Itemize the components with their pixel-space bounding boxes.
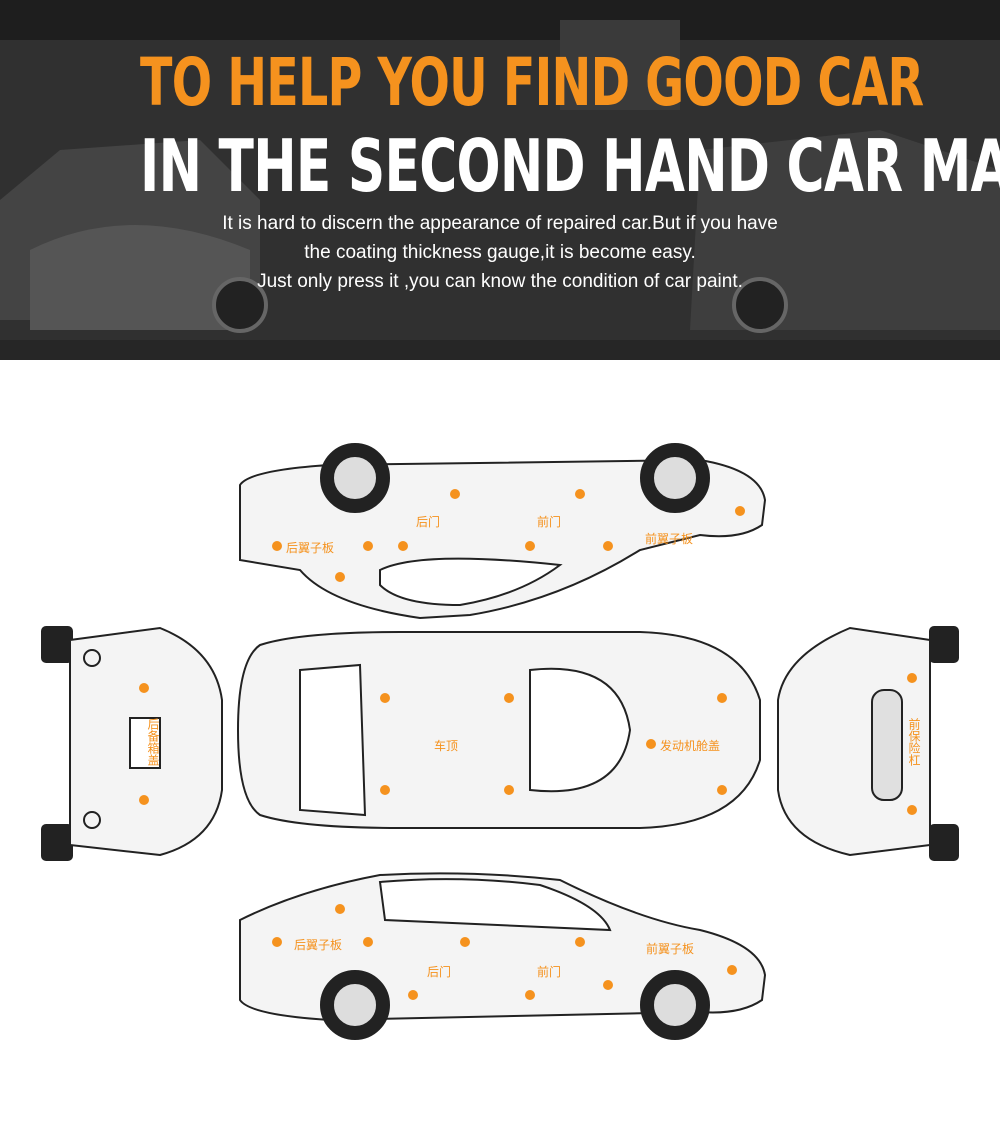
car-roof-view (236, 631, 761, 829)
marker-dot (603, 980, 613, 990)
car-measurement-diagram: 后翼子板 后门 前门 前翼子板 车顶 发动机舱盖 后备箱盖 前保险杠 后翼子板 … (0, 400, 1000, 1135)
marker-dot (380, 785, 390, 795)
headline-white: IN THE SECOND HAND CAR MARKET (140, 124, 1000, 208)
headline-orange: TO HELP YOU FIND GOOD CAR (140, 44, 924, 121)
marker-dot (575, 937, 585, 947)
marker-dot (363, 937, 373, 947)
marker-dot (525, 541, 535, 551)
marker-dot (603, 541, 613, 551)
car-side-view-top (239, 443, 767, 620)
marker-dot (408, 990, 418, 1000)
description-line-1: It is hard to discern the appearance of … (222, 213, 778, 234)
marker-dot (450, 489, 460, 499)
marker-dot (272, 541, 282, 551)
marker-dot (575, 489, 585, 499)
marker-dot (717, 693, 727, 703)
marker-dot (727, 965, 737, 975)
marker-dot (139, 683, 149, 693)
car-front-view (777, 626, 959, 861)
marker-dot (907, 673, 917, 683)
car-side-view-bottom (239, 872, 767, 1040)
marker-dot (398, 541, 408, 551)
label-rear-fender-bottom: 后翼子板 (294, 938, 343, 952)
marker-dot (139, 795, 149, 805)
car-showroom-background (0, 0, 1000, 360)
label-rear-door-top: 后门 (416, 515, 441, 529)
marker-dot (646, 739, 656, 749)
description-line-2: the coating thickness gauge,it is become… (304, 242, 696, 263)
label-hood: 发动机舱盖 (660, 739, 721, 753)
label-rear-fender-top: 后翼子板 (286, 541, 335, 555)
label-front-fender-top: 前翼子板 (645, 532, 694, 546)
marker-dot (380, 693, 390, 703)
marker-dot (460, 937, 470, 947)
car-rear-view (41, 626, 223, 861)
marker-dot (717, 785, 727, 795)
label-front-door-top: 前门 (537, 515, 562, 529)
label-roof: 车顶 (434, 739, 459, 753)
marker-dot (504, 693, 514, 703)
marker-dot (272, 937, 282, 947)
marker-dot (335, 904, 345, 914)
marker-dot (363, 541, 373, 551)
label-front-bumper: 前保险杠 (907, 718, 921, 766)
car-outline-drawings (41, 443, 959, 1040)
hero-banner: TO HELP YOU FIND GOOD CAR IN THE SECOND … (0, 0, 1000, 360)
description-line-3: Just only press it ,you can know the con… (257, 271, 743, 292)
marker-dot (335, 572, 345, 582)
label-trunk-lid: 后备箱盖 (146, 718, 160, 766)
label-front-fender-bottom: 前翼子板 (646, 942, 695, 956)
marker-dot (525, 990, 535, 1000)
marker-dot (907, 805, 917, 815)
label-front-door-bottom: 前门 (537, 965, 562, 979)
marker-dot (504, 785, 514, 795)
marker-dot (735, 506, 745, 516)
label-rear-door-bottom: 后门 (427, 965, 452, 979)
